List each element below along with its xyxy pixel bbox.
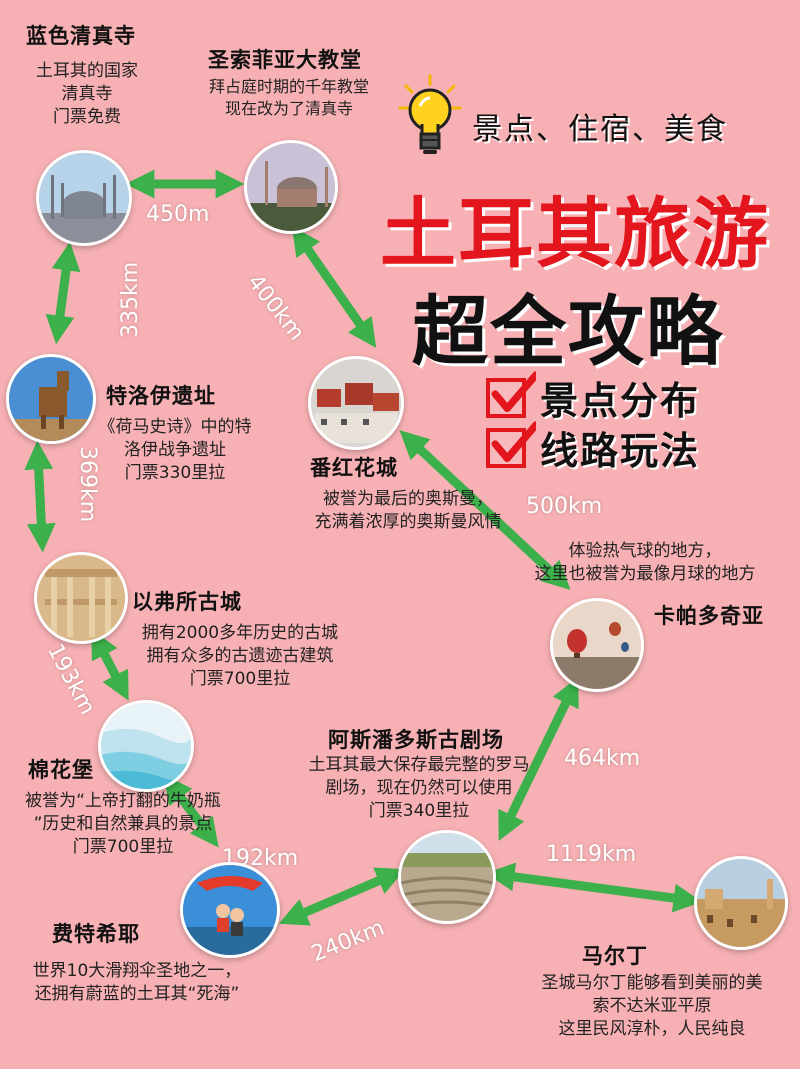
photo-pamukkale — [98, 700, 194, 792]
checklist-item-routes: 线路玩法 — [486, 420, 700, 475]
distance-cappadocia-aspendos: 464km — [564, 746, 641, 771]
checklist-label: 线路玩法 — [540, 429, 701, 473]
photo-aspendos — [398, 830, 496, 924]
checkbox-icon — [486, 370, 536, 418]
spot-title-mardin: 马尔丁 — [582, 944, 648, 968]
checkbox-icon — [486, 420, 536, 468]
arrow-safranbolu-cappadocia — [399, 430, 571, 590]
spot-title-troy: 特洛伊遗址 — [106, 384, 216, 408]
photo-safranbolu — [308, 356, 404, 450]
checklist-label: 景点分布 — [540, 379, 701, 423]
spot-title-fethiye: 费特希耶 — [52, 922, 140, 946]
photo-cappadocia — [550, 598, 644, 692]
spot-desc-troy: 《荷马史诗》中的特 洛伊战争遗址 门票330里拉 — [98, 417, 252, 483]
photo-fethiye — [180, 862, 280, 958]
arrow-aspendos-mardin — [485, 862, 703, 913]
arrow-blue-troy — [45, 241, 81, 345]
lightbulb-icon — [398, 74, 462, 160]
photo-ephesus — [34, 552, 128, 644]
spot-desc-aspendos: 土耳其最大保存最完整的罗马 剧场，现在仍然可以使用 门票340里拉 — [308, 755, 530, 821]
spot-title-cappadocia: 卡帕多奇亚 — [654, 604, 764, 628]
spot-desc-cappadocia: 体验热气球的地方， 这里也被誉为最像月球的地方 — [534, 541, 756, 584]
arrow-pamukkale-fethiye — [163, 774, 219, 848]
page-title-line1: 土耳其旅游 — [380, 189, 770, 278]
page-title-line2: 超全攻略 — [412, 287, 724, 376]
spot-desc-safranbolu: 被誉为最后的奥斯曼， 充满着浓厚的奥斯曼风情 — [314, 489, 502, 532]
spot-title-pamukkale: 棉花堡 — [28, 758, 94, 782]
spot-title-ephesus: 以弗所古城 — [132, 590, 242, 614]
spot-desc-fethiye: 世界10大滑翔伞圣地之一， 还拥有蔚蓝的土耳其“死海” — [32, 961, 242, 1004]
arrow-troy-ephesus — [24, 440, 56, 553]
arrow-cappadocia-aspendos — [498, 677, 579, 841]
spot-title-safranbolu: 番红花城 — [310, 456, 398, 480]
photo-troy — [6, 354, 96, 444]
header-subtitle: 景点、住宿、美食 — [472, 112, 728, 147]
checklist-item-spots: 景点分布 — [486, 370, 700, 425]
photo-hagia-sophia — [244, 140, 338, 234]
spot-title-aspendos: 阿斯潘多斯古剧场 — [328, 728, 504, 752]
arrow-hagia-safranbolu — [291, 226, 377, 348]
distance-blue-troy: 335km — [118, 261, 143, 338]
arrow-ephesus-pamukkale — [91, 629, 129, 701]
spot-title-hagia-sophia: 圣索菲亚大教堂 — [208, 48, 362, 72]
distance-blue-hagia: 450m — [146, 202, 210, 227]
photo-blue-mosque — [36, 150, 132, 246]
distance-aspendos-mardin: 1119km — [546, 842, 637, 867]
spot-desc-pamukkale: 被誉为“上帝打翻的牛奶瓶 ”历史和自然兼具的景点 门票700里拉 — [25, 791, 221, 857]
distance-safranbolu-cappadocia: 500km — [526, 494, 603, 519]
spot-desc-mardin: 圣城马尔丁能够看到美丽的美 索不达米亚平原 这里民风淳朴，人民纯良 — [541, 973, 763, 1039]
spot-desc-ephesus: 拥有2000多年历史的古城 拥有众多的古遗迹古建筑 门票700里拉 — [141, 623, 339, 689]
photo-mardin — [694, 856, 788, 950]
arrow-fethiye-aspendos — [278, 867, 406, 926]
spot-desc-blue-mosque: 土耳其的国家 清真寺 门票免费 — [36, 61, 138, 127]
spot-desc-hagia-sophia: 拜占庭时期的千年教堂 现在改为了清真寺 — [208, 77, 369, 118]
spot-title-blue-mosque: 蓝色清真寺 — [26, 24, 136, 48]
